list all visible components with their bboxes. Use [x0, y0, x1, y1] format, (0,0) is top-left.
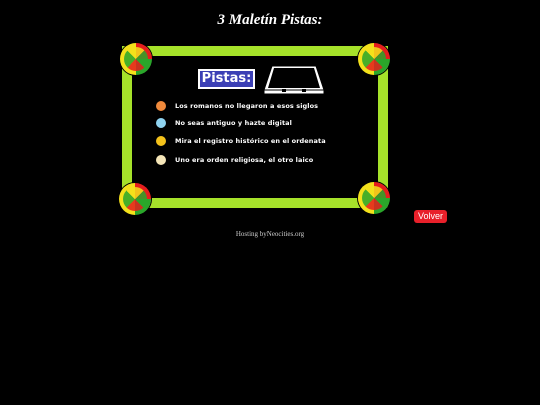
clue-text: No seas antiguo y hazte digital [175, 119, 292, 127]
clue-item: Mira el registro histórico en el ordenat… [156, 135, 326, 147]
page-title: 3 Maletín Pistas: [217, 12, 323, 28]
corner-tr-icon [358, 43, 390, 75]
volver-button[interactable]: Volver [414, 210, 447, 223]
corner-bl-icon [119, 183, 151, 215]
corner-tl-icon [120, 43, 152, 75]
hosting-footer: Hosting byNeocities.org [235, 230, 305, 238]
pistas-label: Pistas: [198, 69, 255, 89]
clue-text: Uno era orden religiosa, el otro laico [175, 156, 314, 164]
bullet-cream-icon [156, 155, 166, 165]
clue-item: Uno era orden religiosa, el otro laico [156, 154, 313, 166]
bullet-lightblue-icon [156, 118, 166, 128]
bullet-yellow-icon [156, 136, 166, 146]
corner-br-icon [358, 182, 390, 214]
clue-item: Los romanos no llegaron a esos siglos [156, 100, 318, 112]
briefcase-icon [263, 65, 325, 95]
clue-board [122, 46, 388, 208]
bullet-orange-icon [156, 101, 166, 111]
clue-text: Mira el registro histórico en el ordenat… [175, 137, 326, 145]
clue-text: Los romanos no llegaron a esos siglos [175, 102, 319, 110]
clue-item: No seas antiguo y hazte digital [156, 117, 292, 129]
